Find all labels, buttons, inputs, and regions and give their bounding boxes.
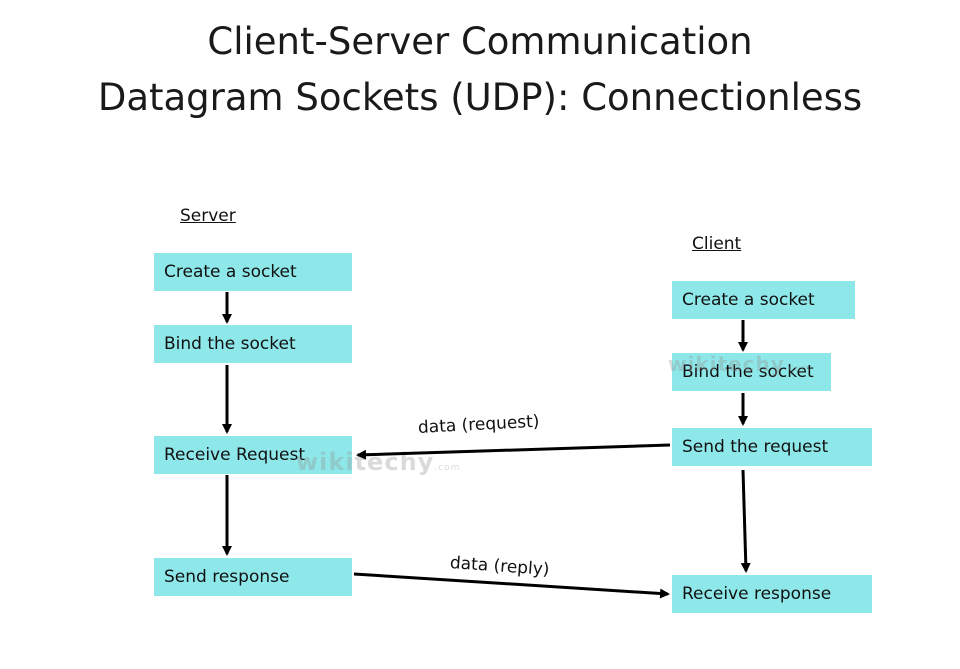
client-step-create-socket: Create a socket: [672, 281, 855, 319]
server-step-receive-request: Receive Request: [154, 436, 352, 474]
arrow-data-reply: [353, 572, 670, 599]
watermark-text-2: wikitechy: [668, 352, 785, 376]
arrow-data-request: [356, 443, 671, 460]
server-label: Server: [180, 206, 236, 226]
server-step-bind-socket: Bind the socket: [154, 325, 352, 363]
watermark-sub-2: .com: [784, 364, 811, 374]
watermark-logo-2: wikitechy.com: [668, 352, 811, 376]
arrow-client-send-to-receive: [740, 469, 751, 573]
client-label: Client: [692, 234, 742, 254]
diagram-title-line-1: Client-Server Communication: [207, 20, 753, 63]
client-step-send-request: Send the request: [672, 428, 872, 466]
client-step-receive-response: Receive response: [672, 575, 872, 613]
diagram-title-line-2: Datagram Sockets (UDP): Connectionless: [97, 76, 863, 119]
server-step-send-response: Send response: [154, 558, 352, 596]
watermark-sub: .com: [434, 463, 461, 473]
client-step-bind-socket: Bind the socket: [672, 353, 831, 391]
server-step-create-socket: Create a socket: [154, 253, 352, 291]
